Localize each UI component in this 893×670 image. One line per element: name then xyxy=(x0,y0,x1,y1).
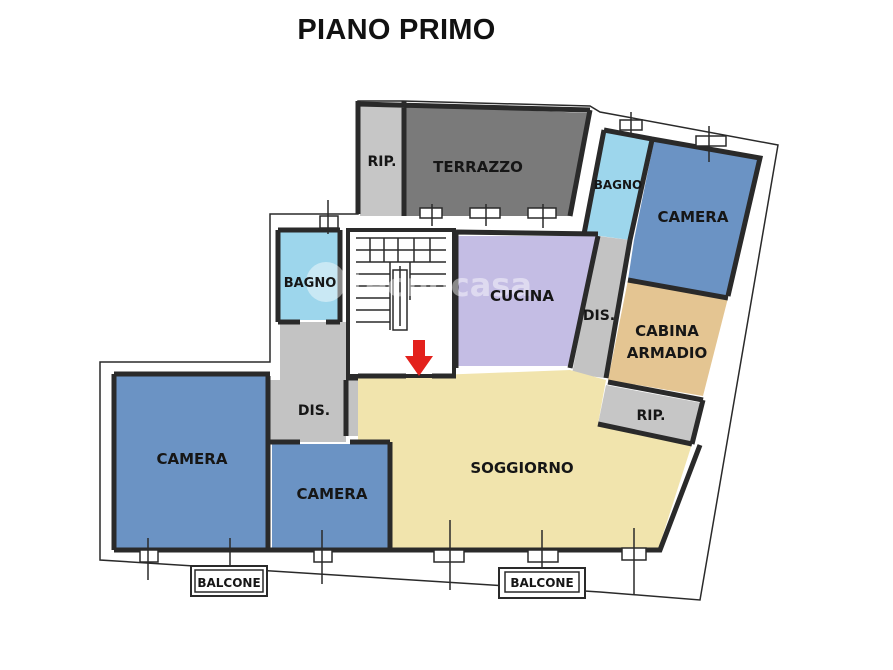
room-cabina-armadio xyxy=(608,280,728,396)
room-bagno-left xyxy=(280,232,340,320)
balcone-left xyxy=(190,565,268,597)
label-cabina: CABINA xyxy=(635,322,699,340)
walls xyxy=(111,101,764,553)
outer-shell xyxy=(99,100,779,601)
label-cucina: CUCINA xyxy=(490,287,554,305)
floor-plan-title: PIANO PRIMO xyxy=(297,14,496,46)
room-camera-left xyxy=(116,376,268,548)
label-camera-middle: CAMERA xyxy=(297,485,368,503)
label-terrazzo: TERRAZZO xyxy=(433,158,523,176)
windows xyxy=(139,112,727,596)
label-balcone-left: BALCONE xyxy=(197,576,260,590)
label-balcone-right: BALCONE xyxy=(510,576,573,590)
room-soggiorno xyxy=(358,370,692,550)
room-camera-top-right xyxy=(628,141,760,296)
label-dis-right: DIS. xyxy=(583,308,615,324)
entrance-arrow-icon xyxy=(405,340,433,376)
stairwell xyxy=(346,228,456,378)
label-camera-top-right: CAMERA xyxy=(658,208,729,226)
room-dis-left xyxy=(270,322,358,442)
label-camera-left: CAMERA xyxy=(157,450,228,468)
label-bagno-left: BAGNO xyxy=(284,276,337,291)
watermark-text: tecnocasa xyxy=(350,266,532,304)
label-armadio: ARMADIO xyxy=(627,344,707,362)
label-bagno-right: BAGNO xyxy=(594,178,643,192)
room-dis-right xyxy=(572,236,630,378)
balcone-right xyxy=(498,567,586,599)
label-rip-right: RIP. xyxy=(637,408,666,424)
watermark: tecnocasa xyxy=(306,262,532,304)
room-terrazzo xyxy=(404,106,590,216)
label-dis-left: DIS. xyxy=(298,403,330,419)
room-camera-middle xyxy=(272,444,388,548)
room-cucina xyxy=(457,236,596,366)
label-soggiorno: SOGGIORNO xyxy=(470,459,573,477)
label-rip-top: RIP. xyxy=(368,154,397,170)
room-rip-top xyxy=(360,106,403,216)
